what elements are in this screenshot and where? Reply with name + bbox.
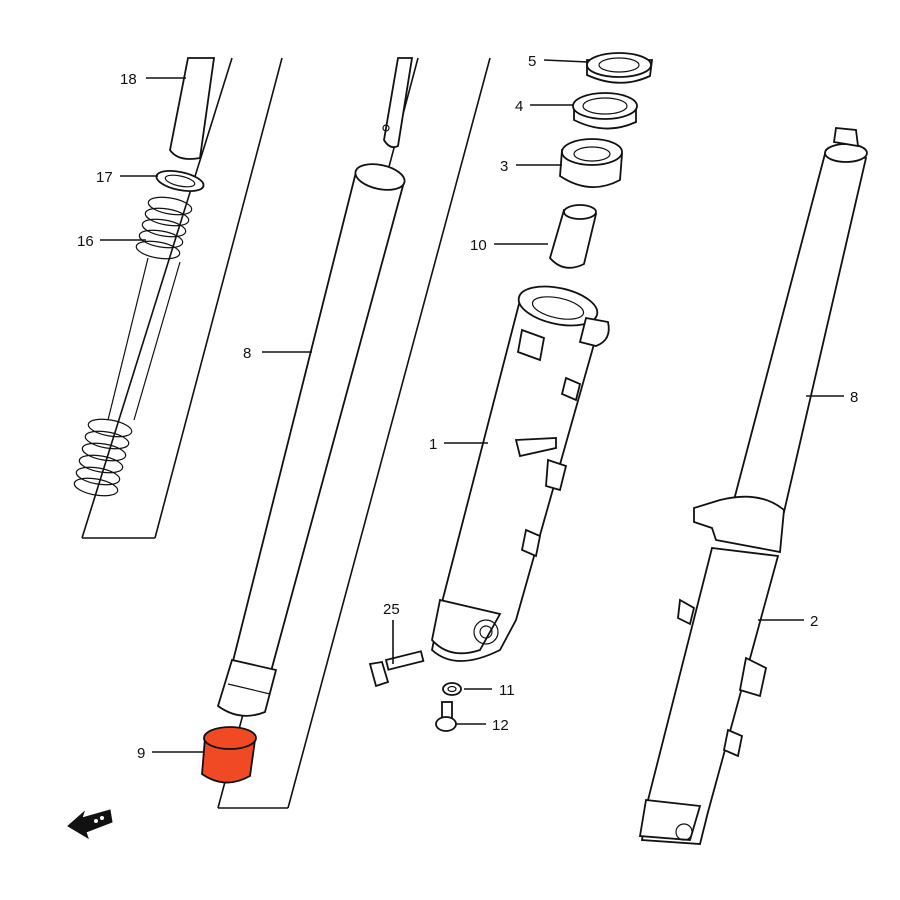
part-16-spring-bottom xyxy=(73,418,133,497)
part-2-fork-leg xyxy=(638,495,785,845)
label-25: 25 xyxy=(383,601,400,618)
part-labels: 18 17 16 8 5 4 3 10 1 8 25 11 12 2 9 xyxy=(77,53,858,762)
left-group-frame xyxy=(81,57,283,539)
label-5: 5 xyxy=(528,53,536,70)
label-11: 11 xyxy=(499,682,515,699)
part-10-bushing xyxy=(548,204,598,269)
label-2: 2 xyxy=(810,613,818,630)
part-16-spring-top xyxy=(107,196,193,421)
part-17-washer xyxy=(155,169,205,193)
direction-arrow-icon xyxy=(67,809,113,840)
part-18-tube xyxy=(169,57,216,160)
label-12: 12 xyxy=(492,717,509,734)
part-11-washer xyxy=(442,682,462,696)
label-18: 18 xyxy=(120,71,137,88)
label-8-left: 8 xyxy=(243,345,251,362)
damper-rod xyxy=(382,57,414,149)
label-1: 1 xyxy=(429,436,437,453)
label-10: 10 xyxy=(470,237,487,254)
label-16: 16 xyxy=(77,233,94,250)
label-8-right: 8 xyxy=(850,389,858,406)
label-9: 9 xyxy=(137,745,145,762)
part-4-ring xyxy=(572,92,638,130)
part-5-ring xyxy=(586,52,654,84)
part-9-bushing-highlighted xyxy=(201,726,257,784)
label-17: 17 xyxy=(96,169,113,186)
label-3: 3 xyxy=(500,158,508,175)
part-8-inner-tube-left xyxy=(216,163,406,717)
leader-lines xyxy=(100,59,844,753)
part-1-fork-leg xyxy=(431,285,610,662)
label-4: 4 xyxy=(515,98,523,115)
part-12-screw xyxy=(435,701,457,732)
part-8-inner-tube-right xyxy=(732,127,868,514)
part-3-seal xyxy=(559,138,623,189)
part-25-bolt xyxy=(368,650,425,688)
